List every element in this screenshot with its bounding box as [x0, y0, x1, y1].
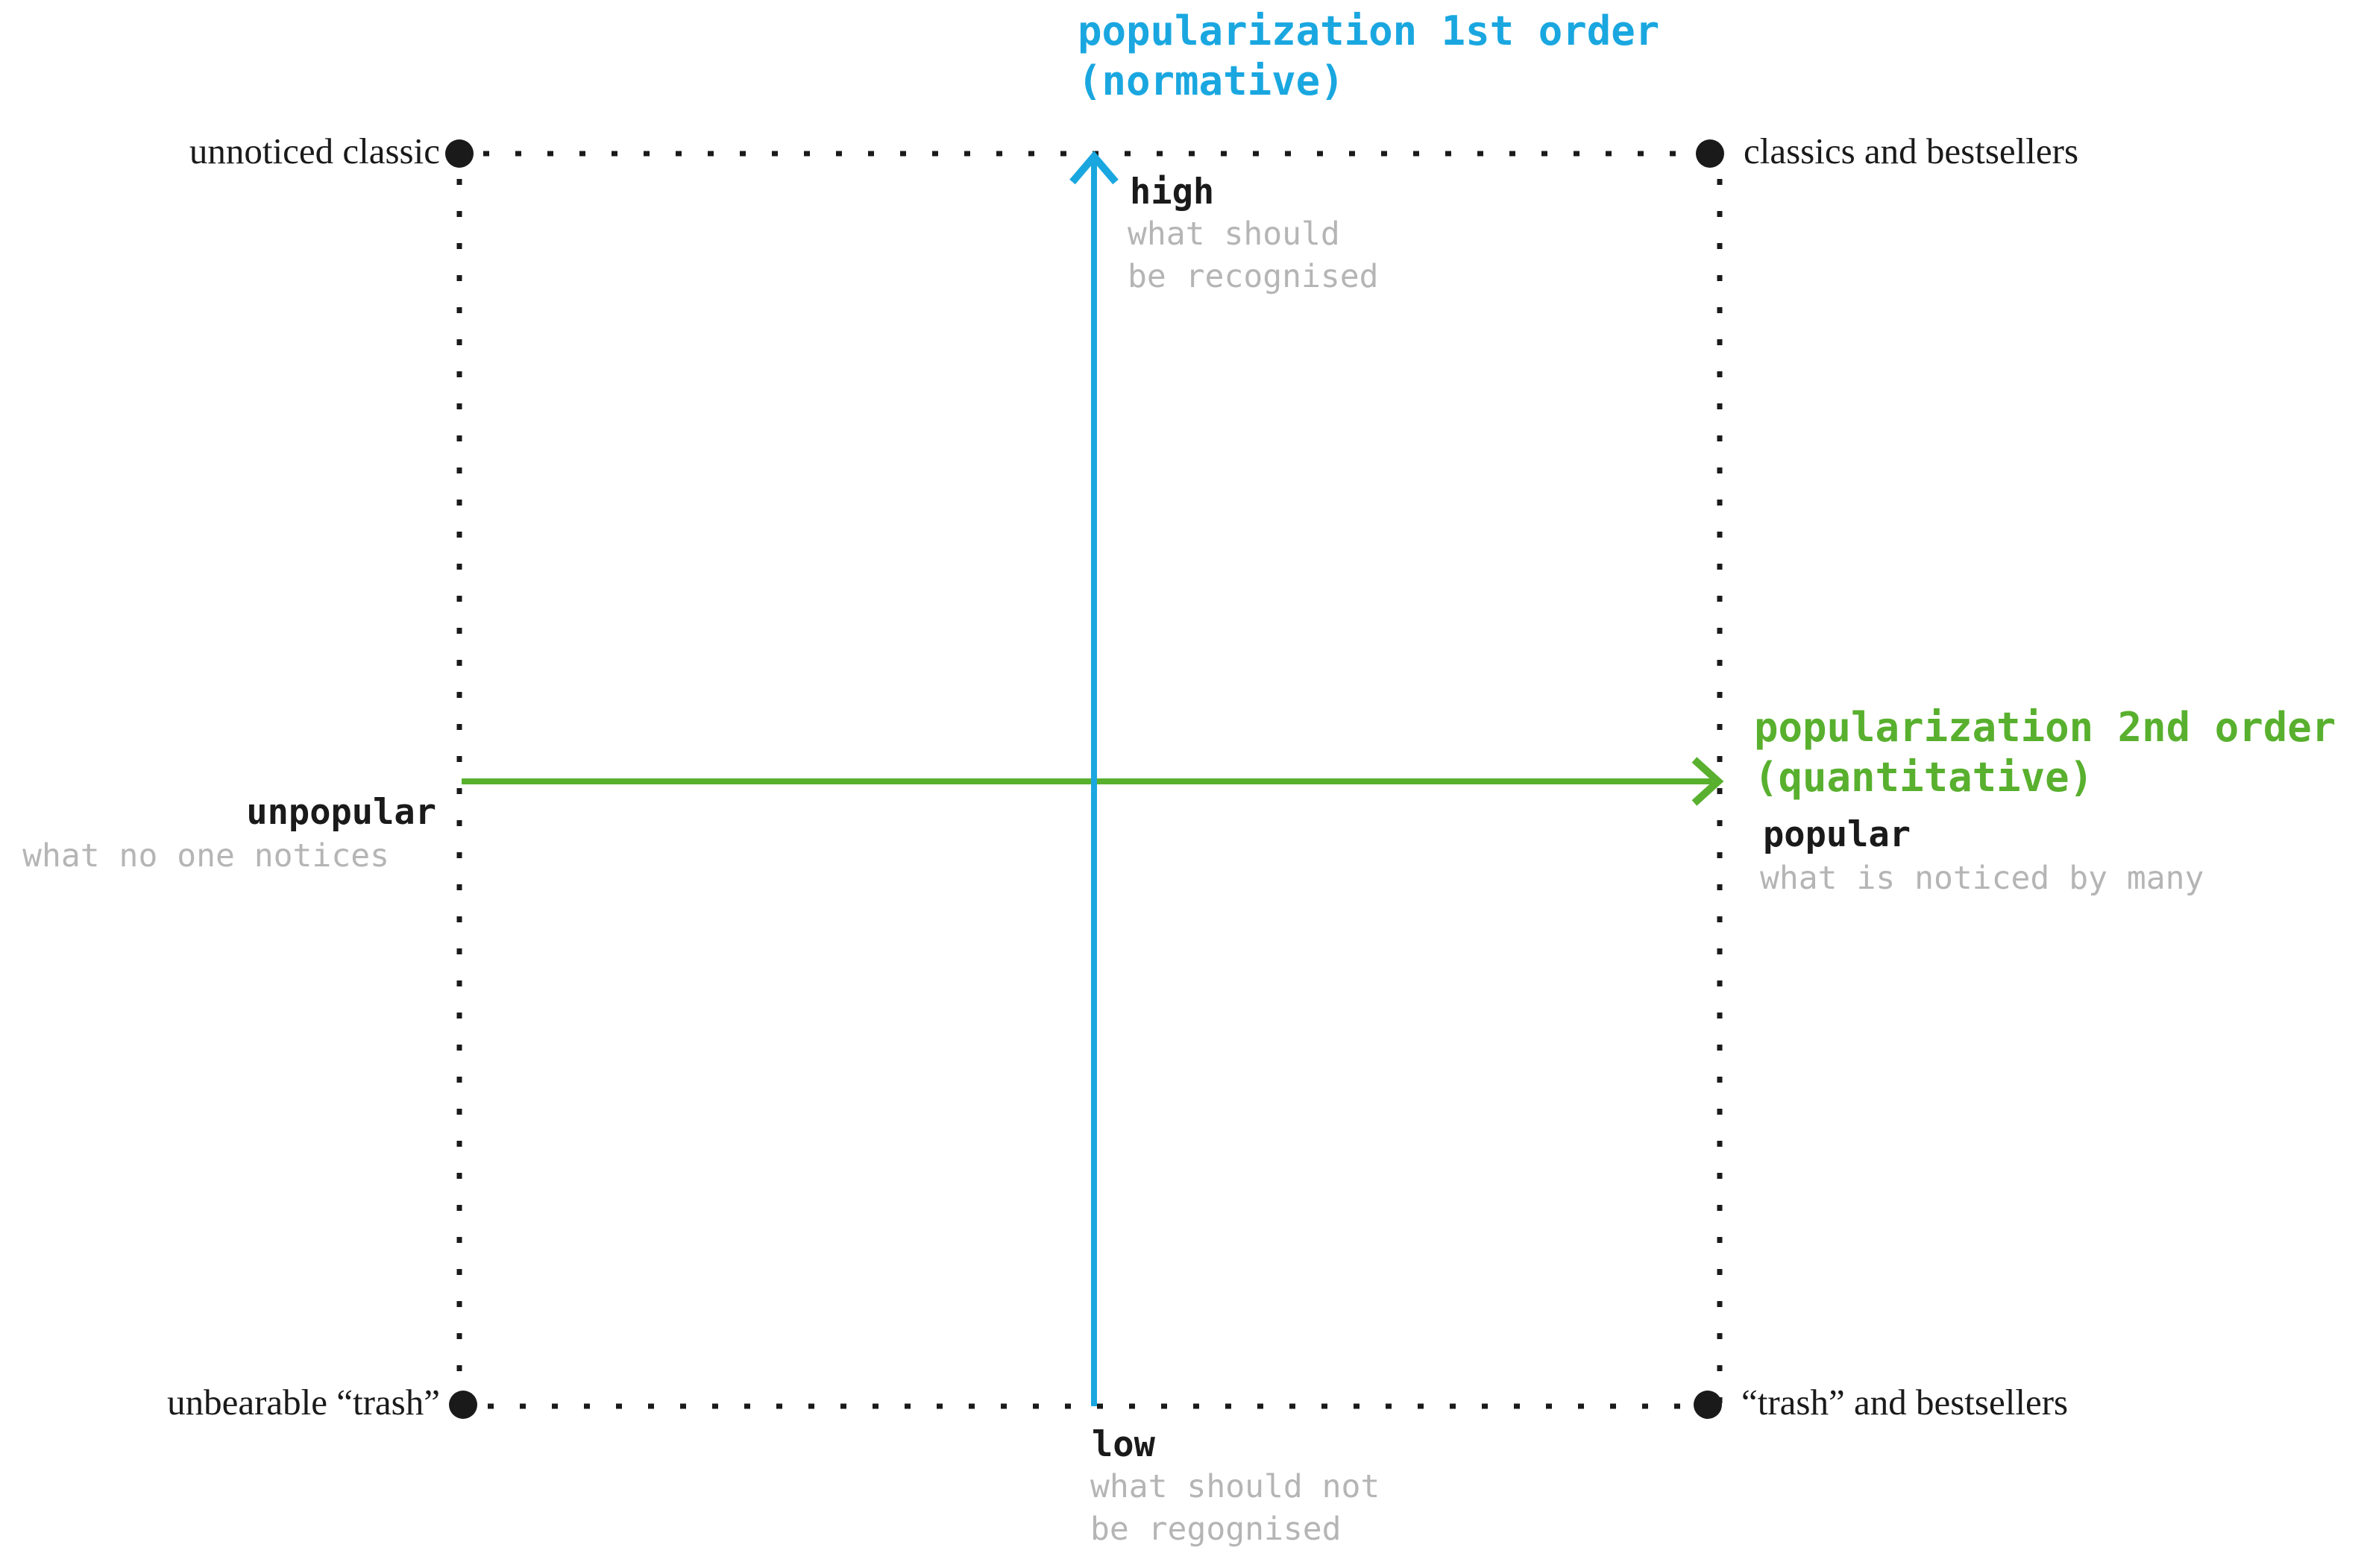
vertical-axis-title-line1: popularization 1st order: [1078, 7, 1660, 54]
quadrant-label-top-left: unnoticed classic: [189, 130, 440, 171]
quadrant-label-bottom-right: “trash” and bestsellers: [1741, 1382, 2069, 1423]
quadrant-label-top-right: classics and bestsellers: [1744, 130, 2079, 171]
vertical-axis-title-line2: (normative): [1078, 57, 1345, 104]
right-arrow-icon: [1691, 757, 1724, 806]
high-label: high: [1130, 171, 1215, 212]
corner-dot-bottom-right: [1694, 1391, 1722, 1419]
high-description-line2: be recognised: [1128, 258, 1379, 295]
popular-description: what is noticed by many: [1760, 860, 2204, 897]
high-description: what should be recognised: [1128, 213, 1379, 298]
quadrant-label-bottom-left: unbearable “trash”: [167, 1382, 440, 1423]
corner-dot-top-left: [445, 139, 474, 168]
horizontal-axis-title: popularization 2nd order (quantitative): [1754, 702, 2336, 802]
popular-label: popular: [1763, 814, 1911, 855]
up-arrow-icon: [1069, 151, 1119, 185]
horizontal-axis-title-line1: popularization 2nd order: [1754, 704, 2336, 751]
low-description-line2: be regognised: [1090, 1511, 1342, 1548]
unpopular-description: what no one notices: [22, 837, 389, 875]
vertical-axis-title: popularization 1st order (normative): [1078, 6, 1659, 106]
unpopular-label: unpopular: [246, 792, 436, 833]
corner-dot-bottom-left: [449, 1391, 477, 1419]
low-description: what should not be regognised: [1090, 1466, 1380, 1551]
high-description-line1: what should: [1128, 215, 1340, 253]
horizontal-axis-title-line2: (quantitative): [1754, 754, 2094, 801]
low-description-line1: what should not: [1090, 1468, 1380, 1505]
low-label: low: [1092, 1424, 1155, 1465]
corner-dot-top-right: [1696, 139, 1724, 168]
